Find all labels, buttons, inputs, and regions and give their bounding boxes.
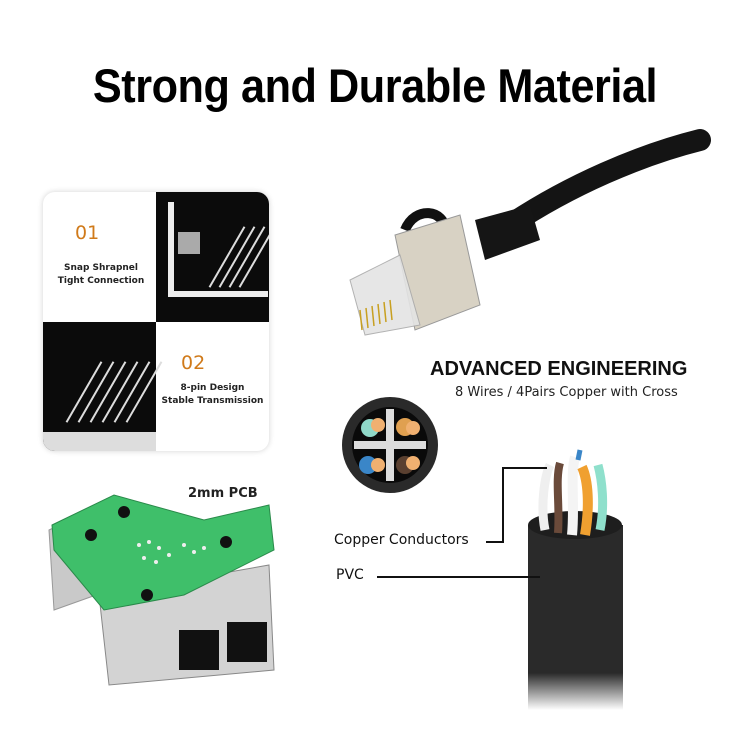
- feature-card: 01 Snap Shrapnel Tight Connection 02 8-p…: [43, 192, 269, 451]
- feature-text: 8-pin Design Stable Transmission: [156, 382, 269, 408]
- feature-line: Tight Connection: [57, 276, 145, 286]
- feature-line: 8-pin Design: [180, 383, 245, 393]
- pvc-label: PVC: [336, 567, 364, 583]
- feature-number: 02: [181, 352, 206, 374]
- engineering-title: ADVANCED ENGINEERING: [430, 358, 688, 380]
- feature-text: Snap Shrapnel Tight Connection: [47, 262, 155, 288]
- rj45-splitter-image: [48, 494, 275, 686]
- connector-closeup-image: [156, 192, 269, 322]
- ethernet-cable-image: [349, 129, 711, 336]
- engineering-subtitle: 8 Wires / 4Pairs Copper with Cross: [455, 385, 678, 400]
- callout-line: [502, 467, 504, 543]
- pcb-label: 2mm PCB: [188, 486, 258, 501]
- feature-number: 01: [75, 222, 100, 244]
- feature-01-panel: 01 Snap Shrapnel Tight Connection: [43, 192, 156, 322]
- callout-line: [486, 541, 502, 543]
- headline: Strong and Durable Material: [92, 59, 658, 112]
- callout-line: [377, 576, 540, 578]
- feature-line: Snap Shrapnel: [64, 263, 138, 273]
- cable-cross-section-image: [342, 397, 438, 493]
- cable-cutaway-image: [528, 449, 623, 710]
- feature-line: Stable Transmission: [161, 396, 264, 406]
- callout-line: [502, 467, 547, 469]
- copper-conductors-label: Copper Conductors: [334, 532, 469, 548]
- feature-02-panel: 02 8-pin Design Stable Transmission: [156, 322, 269, 451]
- pins-closeup-image: [43, 322, 163, 451]
